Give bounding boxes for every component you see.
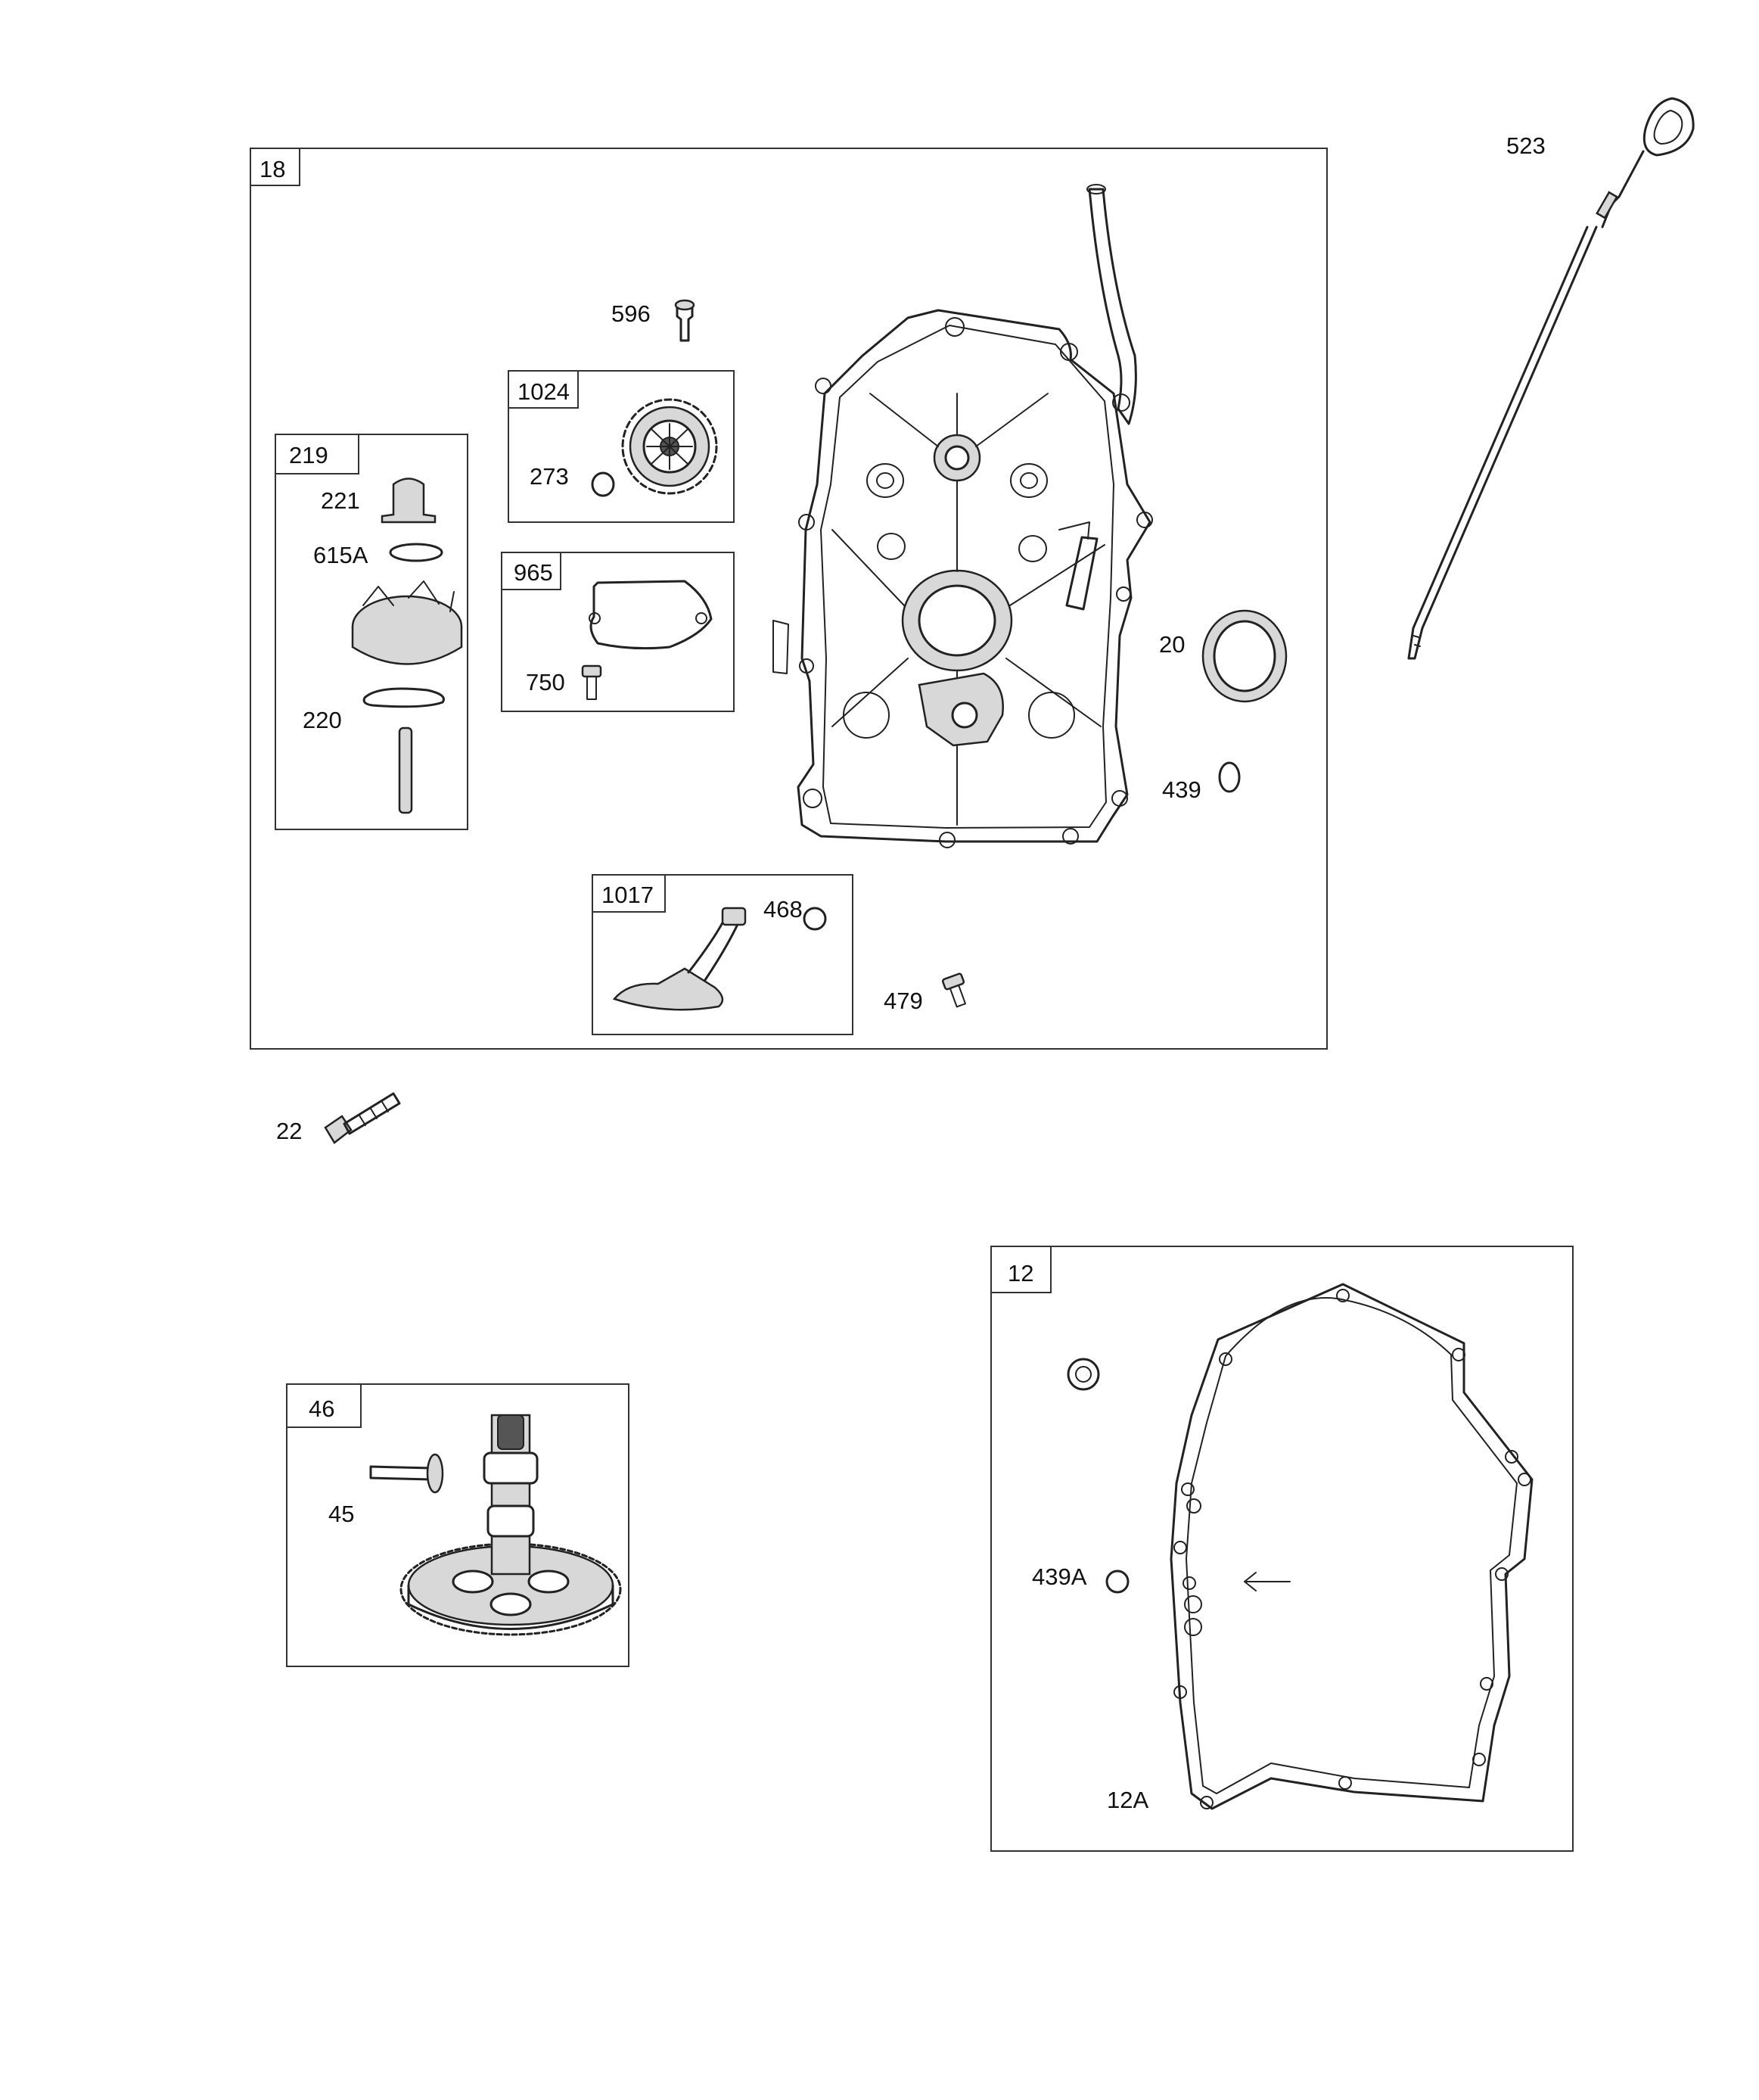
bolt-750: [581, 664, 602, 700]
oil-seal-20: [1201, 609, 1288, 703]
o-ring-439A: [1105, 1570, 1130, 1594]
seal-ring: [1067, 1358, 1100, 1391]
group-18: 18: [250, 148, 1328, 1050]
group-1024-label: 1024: [517, 378, 570, 405]
group-219-tag: [275, 434, 359, 474]
group-12-tag: [990, 1246, 1052, 1293]
label-523: 523: [1506, 132, 1546, 159]
group-965-label: 965: [514, 559, 553, 586]
group-1024-frame: [508, 370, 735, 523]
ring-615A: [389, 543, 443, 562]
group-965-tag: [501, 552, 561, 590]
label-479: 479: [884, 988, 923, 1014]
o-ring-468: [803, 907, 827, 931]
label-273: 273: [530, 463, 569, 490]
label-20: 20: [1159, 631, 1185, 658]
cover-965: [589, 580, 713, 650]
group-46: 46 45: [286, 1383, 629, 1667]
label-12A: 12A: [1107, 1787, 1148, 1813]
label-596: 596: [611, 300, 651, 327]
group-12-frame: [990, 1246, 1574, 1852]
label-220: 220: [303, 707, 342, 733]
label-615A: 615A: [313, 542, 368, 568]
label-750: 750: [526, 669, 565, 695]
gasket-12A: [1170, 1283, 1534, 1810]
bolt-22: [324, 1092, 401, 1144]
group-965-frame: [501, 552, 735, 712]
governor-shaft: [398, 726, 413, 814]
group-1017: 1017 468: [592, 874, 853, 1035]
label-468: 468: [763, 896, 803, 922]
group-1017-frame: [592, 874, 853, 1035]
bolt-479: [941, 972, 966, 1008]
bolt-596: [674, 299, 695, 342]
camshaft-gear: [399, 1414, 622, 1636]
label-439A: 439A: [1032, 1563, 1087, 1590]
label-45: 45: [328, 1501, 354, 1527]
group-1024: 1024 273: [508, 370, 735, 523]
group-1017-tag: [592, 874, 666, 913]
group-219: 219 221 615A 220: [275, 434, 468, 830]
oil-pickup: [612, 907, 747, 1011]
group-12: 12 439A 12A: [990, 1246, 1574, 1852]
group-46-frame: [286, 1383, 629, 1667]
group-1024-tag: [508, 370, 579, 409]
group-18-tag: [250, 148, 300, 186]
group-1017-label: 1017: [601, 882, 654, 908]
label-439: 439: [1162, 776, 1201, 803]
oil-pump-gear: [621, 398, 718, 495]
pin-45: [369, 1453, 444, 1494]
dipstick-523: [1407, 97, 1695, 660]
group-18-label: 18: [259, 156, 285, 182]
group-46-tag: [286, 1383, 362, 1428]
group-12-label: 12: [1008, 1260, 1033, 1286]
label-22: 22: [276, 1118, 302, 1144]
o-ring-273: [591, 471, 615, 497]
governor-gear: [351, 580, 463, 665]
group-46-label: 46: [309, 1395, 334, 1422]
group-965: 965 750: [501, 552, 735, 712]
washer-220: [362, 687, 445, 708]
group-18-frame: [250, 148, 1328, 1050]
washer-439: [1218, 761, 1241, 793]
group-219-label: 219: [289, 442, 328, 468]
label-221: 221: [321, 487, 360, 514]
sump-cover: [772, 184, 1153, 848]
group-219-frame: [275, 434, 468, 830]
governor-cup-221: [381, 478, 437, 524]
